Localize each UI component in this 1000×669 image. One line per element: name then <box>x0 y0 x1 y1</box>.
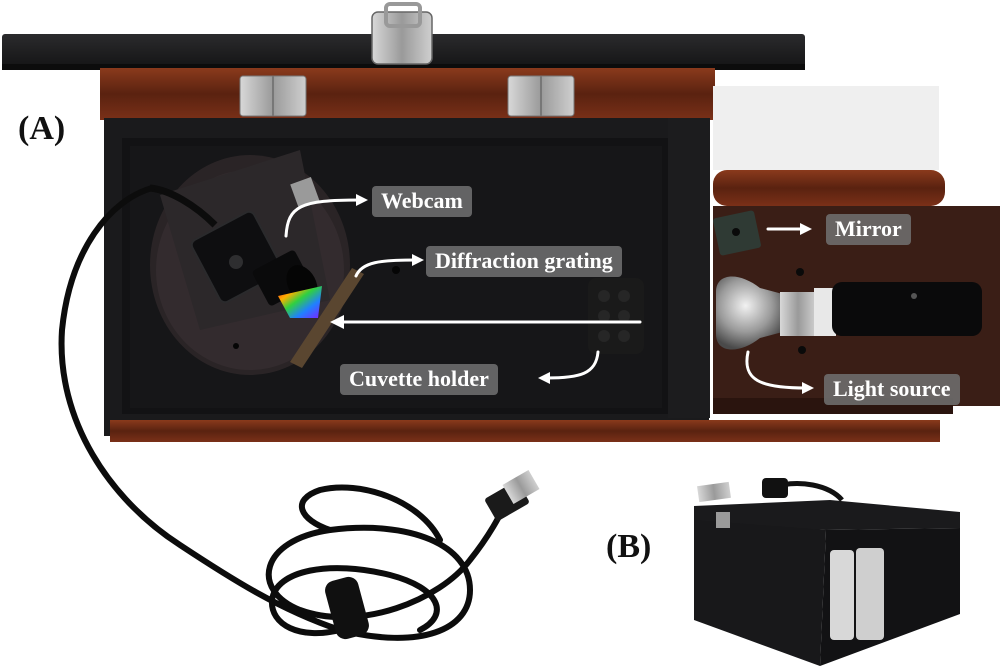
cuvette-holder <box>588 278 644 354</box>
label-diffraction-grating: Diffraction grating <box>426 246 622 277</box>
label-light-source: Light source <box>824 374 960 405</box>
box-partition <box>668 118 710 418</box>
closed-box-left-face <box>694 520 826 666</box>
diffraction-grating <box>278 268 364 368</box>
closed-box-window <box>830 548 884 640</box>
hinge-left <box>239 75 307 117</box>
label-mirror: Mirror <box>826 214 911 245</box>
hinge-right <box>507 75 575 117</box>
ferrite-bead <box>325 576 369 640</box>
usb-plug <box>485 469 540 521</box>
lamp-housing <box>832 282 982 336</box>
spectrum <box>278 286 322 318</box>
panel-b-label: (B) <box>606 528 652 565</box>
closed-box-front-face <box>820 528 960 666</box>
wood-rail-top <box>713 170 945 206</box>
webcam <box>149 184 318 306</box>
closed-box-top <box>694 500 960 530</box>
usb-cable <box>58 185 508 641</box>
callout-arrows <box>284 194 814 394</box>
white-card <box>713 86 939 170</box>
box-front-edge <box>110 420 940 442</box>
panel-a-label: (A) <box>18 110 66 147</box>
box-rear-wall <box>100 68 715 120</box>
closed-box <box>694 478 960 666</box>
mirror <box>713 210 761 256</box>
label-cuvette-holder: Cuvette holder <box>340 364 498 395</box>
lid-latch <box>371 2 433 65</box>
lamp <box>716 268 982 354</box>
label-webcam: Webcam <box>372 186 472 217</box>
